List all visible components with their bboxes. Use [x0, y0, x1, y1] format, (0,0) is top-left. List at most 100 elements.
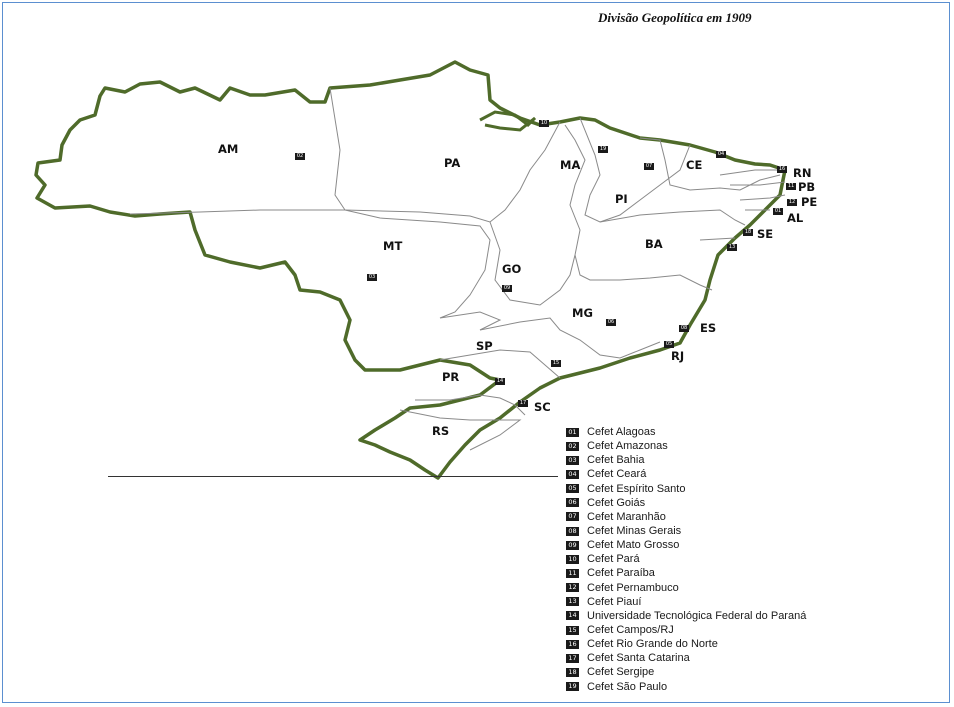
legend-item: 12 Cefet Pernambuco — [566, 581, 806, 595]
map-marker: 01 — [773, 208, 783, 215]
legend-item: 04 Cefet Ceará — [566, 467, 806, 481]
map-marker: 03 — [367, 274, 377, 281]
state-label-mg: MG — [572, 306, 593, 320]
map-marker: 17 — [518, 400, 528, 407]
map-marker: 19 — [598, 146, 608, 153]
country-border — [34, 60, 787, 480]
state-label-pa: PA — [444, 156, 461, 170]
legend-item: 10 Cefet Pará — [566, 552, 806, 566]
legend-item: 14 Universidade Tecnológica Federal do Pa… — [566, 609, 806, 623]
legend-label: Cefet Amazonas — [587, 440, 668, 453]
state-label-sp: SP — [476, 339, 493, 353]
map-title: Divisão Geopolítica em 1909 — [598, 10, 752, 25]
map-marker: 18 — [743, 229, 753, 236]
legend-label: Cefet Rio Grande do Norte — [587, 638, 718, 651]
map-marker: 09 — [502, 285, 512, 292]
map-marker: 08 — [679, 325, 689, 332]
legend-label: Cefet Mato Grosso — [587, 539, 680, 552]
state-label-mt: MT — [383, 239, 403, 253]
map-marker: 14 — [495, 378, 505, 385]
legend-label: Cefet Piauí — [587, 595, 642, 608]
legend-item: 02 Cefet Amazonas — [566, 439, 806, 453]
legend-item: 07 Cefet Maranhão — [566, 510, 806, 524]
state-label-rn: RN — [793, 166, 812, 180]
state-label-sc: SC — [534, 400, 551, 414]
legend-label: Cefet Espírito Santo — [587, 482, 686, 495]
legend-item: 06 Cefet Goiás — [566, 496, 806, 510]
map-marker: 05 — [664, 341, 674, 348]
legend-item: 05 Cefet Espírito Santo — [566, 482, 806, 496]
amapa-border — [479, 110, 537, 132]
legend-label: Cefet Goiás — [587, 496, 646, 509]
legend-badge: 16 — [566, 639, 579, 649]
map-marker: 13 — [727, 244, 737, 251]
legend-label: Cefet Maranhão — [587, 510, 666, 523]
legend-badge: 09 — [566, 540, 579, 550]
legend-badge: 10 — [566, 554, 579, 564]
legend-item: 08 Cefet Minas Gerais — [566, 524, 806, 538]
state-label-rj: RJ — [671, 349, 685, 363]
legend-label: Cefet Paraíba — [587, 567, 655, 580]
legend-label: Cefet Alagoas — [587, 426, 656, 439]
legend-label: Cefet Pará — [587, 553, 640, 566]
legend-label: Cefet Minas Gerais — [587, 525, 682, 538]
state-label-ce: CE — [686, 158, 703, 172]
legend-label: Cefet Pernambuco — [587, 581, 679, 594]
state-label-al: AL — [787, 211, 804, 225]
state-label-ma: MA — [560, 158, 581, 172]
legend-label: Universidade Tecnológica Federal do Para… — [587, 609, 807, 622]
legend-badge: 19 — [566, 682, 579, 692]
legend-badge: 02 — [566, 441, 579, 451]
map-marker: 06 — [606, 319, 616, 326]
legend-badge: 12 — [566, 583, 579, 593]
legend-badge: 06 — [566, 498, 579, 508]
legend-label: Cefet Ceará — [587, 468, 647, 481]
internal-borders — [129, 87, 786, 451]
state-label-pr: PR — [442, 370, 460, 384]
map-marker: 07 — [644, 163, 654, 170]
legend-badge: 08 — [566, 526, 579, 536]
state-label-es: ES — [700, 321, 717, 335]
legend-badge: 04 — [566, 469, 579, 479]
legend-item: 03 Cefet Bahia — [566, 453, 806, 467]
map-marker: 15 — [551, 360, 561, 367]
map-marker: 10 — [539, 120, 549, 127]
map-marker: 02 — [295, 153, 305, 160]
legend-badge: 15 — [566, 625, 579, 635]
legend-label: Cefet Santa Catarina — [587, 652, 690, 665]
legend-item: 15 Cefet Campos/RJ — [566, 623, 806, 637]
legend-label: Cefet Sergipe — [587, 666, 655, 679]
state-label-se: SE — [757, 227, 774, 241]
legend-badge: 17 — [566, 653, 579, 663]
legend-badge: 03 — [566, 455, 579, 465]
state-label-pb: PB — [798, 180, 816, 194]
state-label-rs: RS — [432, 424, 450, 438]
state-label-am: AM — [218, 142, 239, 156]
divider-line — [108, 476, 558, 477]
legend-label: Cefet Bahia — [587, 454, 645, 467]
state-label-pi: PI — [615, 192, 628, 206]
map-marker: 16 — [777, 166, 787, 173]
legend-badge: 14 — [566, 611, 579, 621]
legend-item: 17 Cefet Santa Catarina — [566, 651, 806, 665]
legend-label: Cefet São Paulo — [587, 680, 668, 693]
legend-badge: 01 — [566, 427, 579, 437]
state-label-go: GO — [502, 262, 522, 276]
legend-label: Cefet Campos/RJ — [587, 624, 674, 637]
map-marker: 12 — [787, 199, 797, 206]
legend-item: 01 Cefet Alagoas — [566, 425, 806, 439]
legend-item: 16 Cefet Rio Grande do Norte — [566, 637, 806, 651]
legend-item: 13 Cefet Piauí — [566, 595, 806, 609]
state-label-ba: BA — [645, 237, 663, 251]
map-marker: 04 — [716, 151, 726, 158]
legend-item: 09 Cefet Mato Grosso — [566, 538, 806, 552]
legend-badge: 07 — [566, 512, 579, 522]
legend-badge: 13 — [566, 597, 579, 607]
legend-item: 19 Cefet São Paulo — [566, 680, 806, 694]
legend-badge: 05 — [566, 484, 579, 494]
